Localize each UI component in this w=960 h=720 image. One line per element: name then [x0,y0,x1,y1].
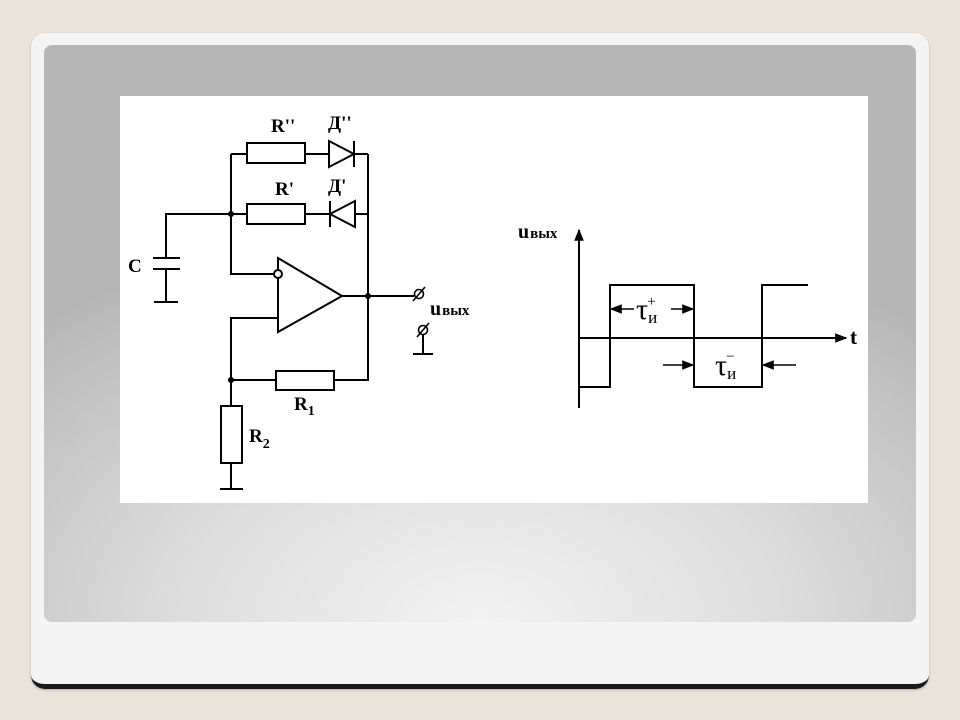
output-waveform [579,284,808,388]
label-output-voltage: uвых [430,298,470,320]
output-feedback-wire [334,154,369,381]
tau-minus-label: τи− [715,349,736,383]
x-axis-label: t [850,325,857,349]
r-prime-branch [231,199,368,229]
label-r1: R1 [294,394,315,419]
label-r-prime: R' [275,179,294,200]
figure: R'' Д'' R' Д' C uвых R1 R2 uвых t τи+ [120,96,868,503]
label-r2: R2 [249,426,270,452]
tau-minus-dimension: τи− [663,349,796,383]
label-d-prime: Д' [328,176,346,197]
waveform-diagram: uвых t τи+ τи− [518,221,857,408]
output-terminals [412,286,433,355]
r1-r2-divider [220,317,335,490]
capacitor-c [153,213,231,303]
label-capacitor: C [128,256,142,277]
y-axis-label: uвых [518,221,558,243]
tau-plus-label: τи+ [636,293,657,327]
circuit-diagram: R'' Д'' R' Д' C uвых R1 R2 [128,113,470,490]
inverting-input-wire [230,154,278,275]
tau-plus-dimension: τи+ [609,293,695,327]
diagram-canvas: R'' Д'' R' Д' C uвых R1 R2 uвых t τи+ [128,113,857,490]
inverting-input-bubble [273,269,283,279]
label-d-double-prime: Д'' [328,113,352,134]
label-r-double-prime: R'' [271,116,295,137]
op-amp [273,256,414,334]
r-double-prime-branch [231,139,368,169]
